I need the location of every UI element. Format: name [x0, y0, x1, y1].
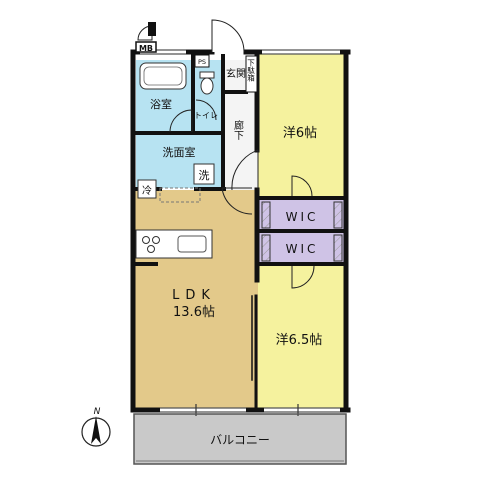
label-toilet: トイレ	[194, 111, 218, 120]
shoe-storage	[245, 55, 258, 93]
pipe-space: PS	[194, 54, 210, 68]
wic-posts	[261, 201, 343, 262]
room-corridor	[224, 92, 258, 190]
label-washroom: 洗面室	[163, 145, 196, 159]
compass-icon: N	[81, 407, 111, 447]
room-western-south	[258, 266, 344, 408]
balcony-area	[134, 414, 346, 464]
kitchen-counter-hatched	[159, 187, 201, 203]
washer-space	[193, 163, 215, 185]
label-western-north: 洋6帖	[283, 126, 317, 141]
room-toilet	[194, 60, 222, 132]
label-ldk-name: LDK	[172, 288, 216, 303]
label-washer: 洗	[199, 169, 210, 182]
kitchen-island	[135, 229, 213, 259]
doors	[169, 19, 315, 289]
room-western-north	[258, 52, 344, 196]
label-corridor: 廊下	[232, 119, 244, 141]
mb-label: MB	[139, 44, 153, 53]
meter-box: MB	[135, 22, 157, 53]
label-ldk-size: 13.6帖	[173, 305, 215, 320]
balcony-frame	[133, 413, 347, 465]
label-wic-1: WIC	[286, 210, 319, 224]
compass-label: N	[94, 407, 101, 417]
label-entrance: 玄関	[226, 67, 246, 80]
label-balcony: バルコニー	[210, 433, 270, 447]
label-western-south: 洋6.5帖	[276, 333, 323, 348]
toilet-fixture	[199, 71, 215, 95]
fridge-space	[137, 179, 157, 199]
label-bath: 浴室	[150, 97, 172, 111]
ps-label: PS	[198, 58, 206, 66]
label-shoe-storage: 下駄箱	[246, 58, 255, 82]
label-fridge: 冷	[142, 184, 152, 197]
bathtub	[139, 62, 187, 90]
room-wic-1	[258, 200, 344, 230]
room-wic-2	[258, 232, 344, 262]
label-wic-2: WIC	[286, 242, 319, 256]
